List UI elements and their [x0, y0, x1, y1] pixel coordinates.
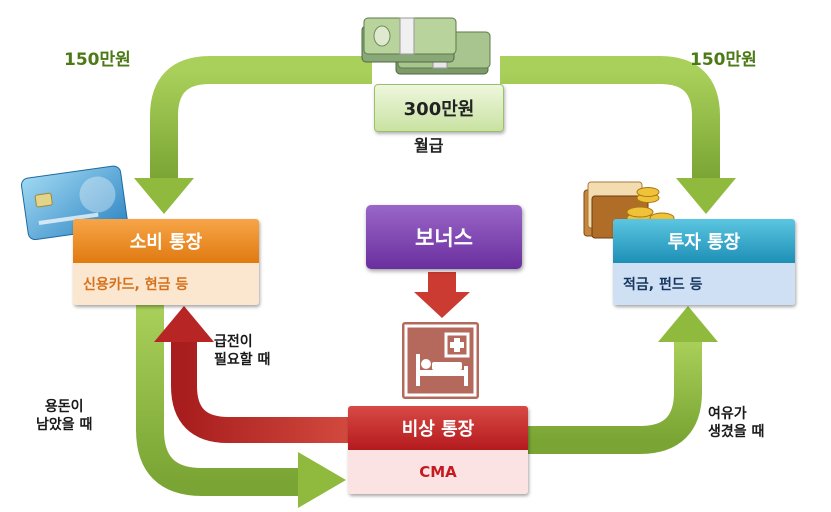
salary-label: 월급 [414, 136, 444, 155]
split-left-amount: 150만원 [64, 50, 131, 70]
emergency-account-detail: CMA [348, 450, 528, 494]
urgent-note: 급전이 필요할 때 [214, 334, 270, 369]
emergency-to-spending-arrowhead [154, 306, 214, 342]
surplus-note-line2: 생겼을 때 [708, 423, 765, 440]
leftover-note-line1: 용돈이 [44, 399, 84, 415]
split-right-amount: 150만원 [690, 50, 757, 70]
money-stack-icon [361, 17, 491, 75]
investment-account-title: 투자 통장 [613, 219, 795, 263]
salary-to-investment-arrow [500, 56, 720, 180]
spending-to-emergency-arrow [136, 305, 300, 496]
emergency-account: 비상 통장 CMA [348, 406, 528, 494]
emergency-account-title: 비상 통장 [348, 406, 528, 450]
emergency-to-investment-arrowhead [658, 306, 718, 342]
hospital-bed-icon [402, 322, 479, 399]
surplus-note-line1: 여유가 [708, 406, 747, 422]
bonus-box: 보너스 [366, 205, 522, 269]
salary-amount-box: 300만원 [374, 84, 504, 132]
urgent-note-line2: 필요할 때 [214, 351, 271, 368]
leftover-note-line2: 남았을 때 [36, 416, 93, 433]
emergency-to-spending-arrow [171, 340, 352, 443]
salary-to-spending-arrowhead [134, 178, 194, 214]
down-arrow-icon [414, 272, 470, 318]
spending-account: 소비 통장 신용카드, 현금 등 [73, 219, 259, 305]
leftover-note: 용돈이 남았을 때 [36, 399, 92, 434]
emergency-to-investment-arrow [528, 340, 702, 454]
surplus-note: 여유가 생겼을 때 [708, 406, 764, 441]
investment-account-detail: 적금, 펀드 등 [613, 263, 795, 305]
urgent-note-line1: 급전이 [214, 334, 253, 350]
investment-account: 투자 통장 적금, 펀드 등 [613, 219, 795, 305]
spending-to-emergency-arrowhead [298, 452, 346, 508]
salary-to-investment-arrowhead [676, 178, 736, 214]
spending-account-title: 소비 통장 [73, 219, 259, 263]
salary-to-spending-arrow [150, 56, 372, 180]
spending-account-detail: 신용카드, 현금 등 [73, 263, 259, 305]
